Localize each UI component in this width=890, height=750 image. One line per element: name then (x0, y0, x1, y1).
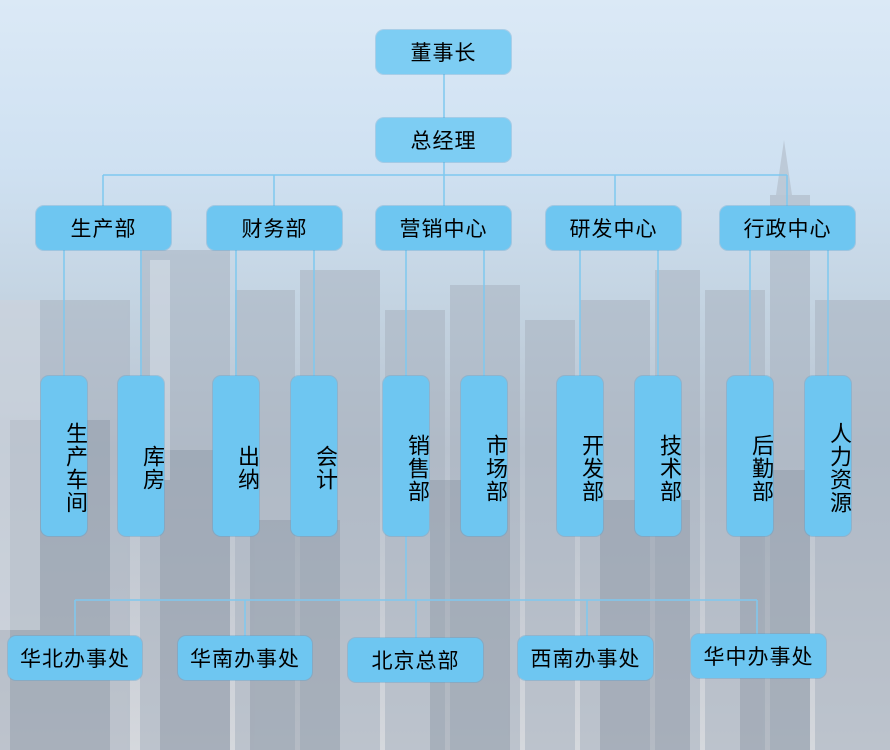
general-manager-box: 总经理 (376, 118, 511, 162)
department-production: 生产部 (36, 206, 171, 250)
unit-technology: 技术部 (635, 376, 681, 536)
office-north-china: 华北办事处 (8, 636, 142, 680)
unit-warehouse: 库房 (118, 376, 164, 536)
office-beijing-hq: 北京总部 (348, 638, 483, 682)
unit-logistics: 后勤部 (727, 376, 773, 536)
department-finance: 财务部 (207, 206, 342, 250)
unit-development: 开发部 (557, 376, 603, 536)
department-rd-center: 研发中心 (546, 206, 681, 250)
department-admin-center: 行政中心 (720, 206, 855, 250)
office-south-china: 华南办事处 (178, 636, 312, 680)
unit-production-workshop: 生产车间 (41, 376, 87, 536)
unit-sales: 销售部 (383, 376, 429, 536)
unit-market: 市场部 (461, 376, 507, 536)
unit-accounting: 会计 (291, 376, 337, 536)
chairman-box: 董事长 (376, 30, 511, 74)
office-southwest: 西南办事处 (518, 636, 653, 680)
unit-human-resources: 人力资源 (805, 376, 851, 536)
office-central-china: 华中办事处 (691, 634, 826, 678)
unit-cashier: 出纳 (213, 376, 259, 536)
department-marketing-center: 营销中心 (376, 206, 511, 250)
